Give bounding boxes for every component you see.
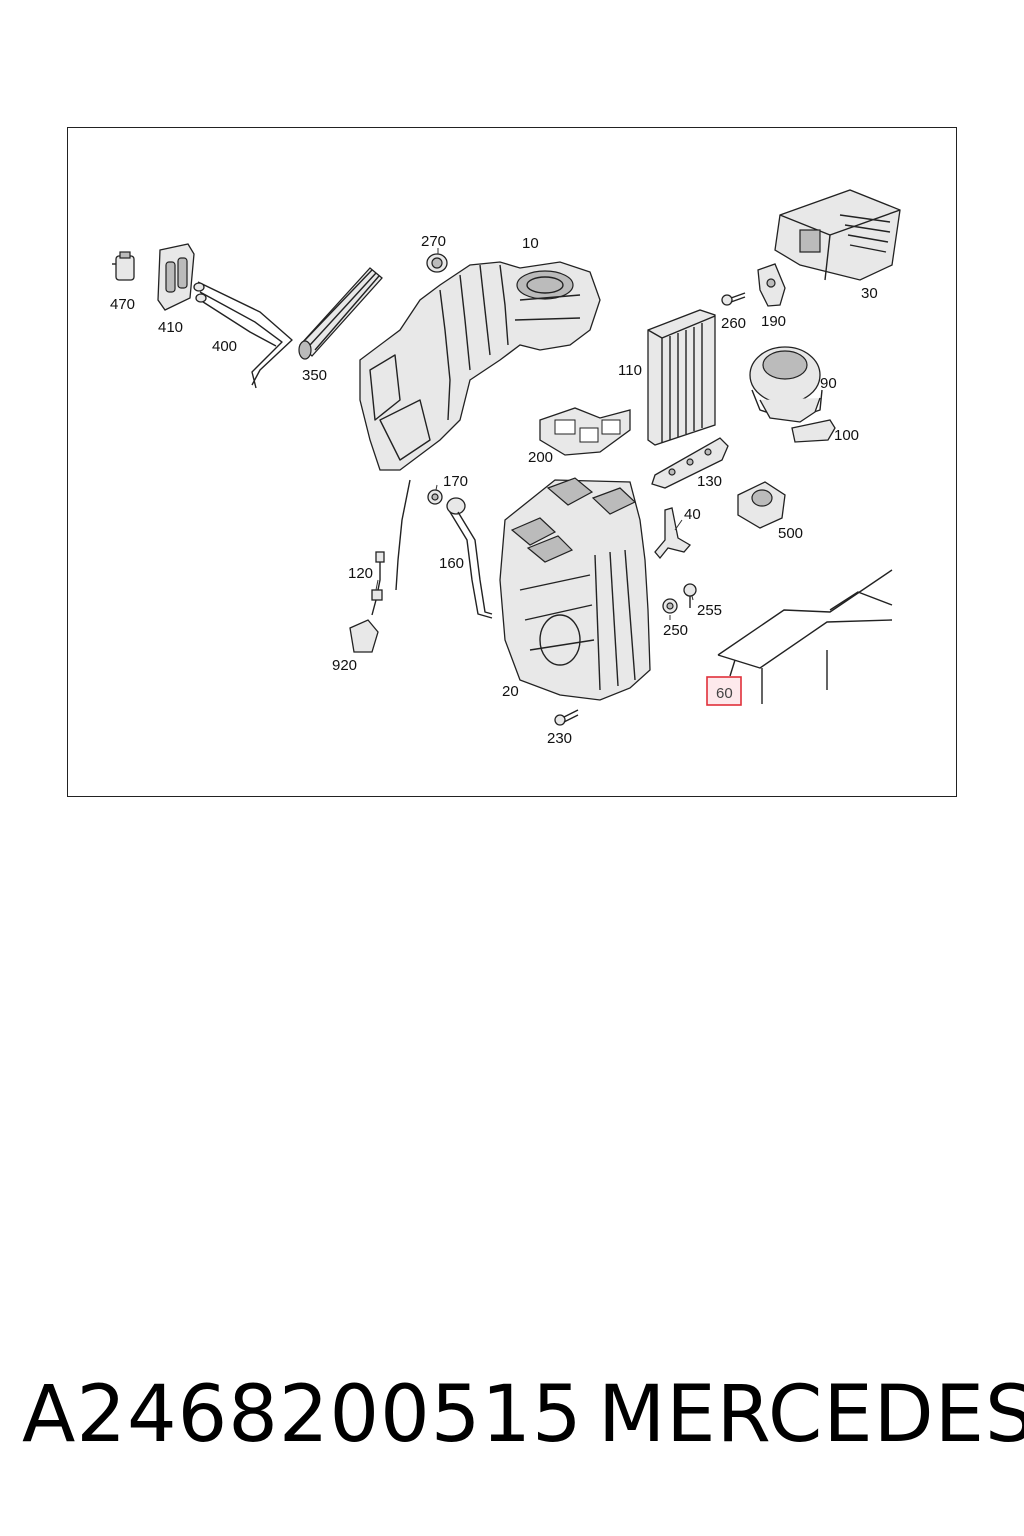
label-270: 270: [421, 233, 446, 250]
part-160-hose: [446, 497, 493, 619]
part-10-upper-housing: [359, 261, 601, 471]
part-200-gasket: [539, 407, 631, 456]
label-120: 120: [348, 565, 373, 582]
label-400: 400: [212, 338, 237, 355]
part-20-lower-housing: [499, 477, 651, 701]
exploded-parts-diagram: 470 410 400 350 270 10 30 260 190 110 90…: [110, 189, 901, 747]
footer-caption: A2468200515 MERCEDES: [0, 1370, 1024, 1470]
part-30-module: [774, 189, 901, 281]
part-250-nut: [662, 598, 678, 614]
part-500-sensor: [737, 481, 786, 529]
label-130: 130: [697, 473, 722, 490]
diagram-frame: [67, 127, 957, 797]
part-110-filter: [647, 309, 716, 446]
label-20: 20: [502, 683, 519, 700]
label-260: 260: [721, 315, 746, 332]
label-160: 160: [439, 555, 464, 572]
label-90: 90: [820, 375, 837, 392]
part-170-grommet: [427, 489, 443, 505]
label-250: 250: [663, 622, 688, 639]
part-number: A2468200515: [22, 1370, 583, 1460]
part-130-bracket: [651, 437, 729, 489]
part-470-connector: [112, 251, 135, 281]
label-60: 60: [716, 685, 733, 702]
part-400-pipes: [193, 281, 293, 389]
label-170: 170: [443, 473, 468, 490]
part-100-resistor: [791, 419, 836, 443]
part-230-screw: [554, 709, 579, 726]
label-200: 200: [528, 449, 553, 466]
part-40-bracket: [654, 507, 692, 560]
part-255-screw: [683, 583, 697, 608]
label-920: 920: [332, 657, 357, 674]
label-410: 410: [158, 319, 183, 336]
label-500: 500: [778, 525, 803, 542]
label-190: 190: [761, 313, 786, 330]
part-410-seal: [157, 243, 195, 311]
label-230: 230: [547, 730, 572, 747]
label-100: 100: [834, 427, 859, 444]
part-120-harness: [371, 479, 411, 616]
label-255: 255: [697, 602, 722, 619]
label-350: 350: [302, 367, 327, 384]
part-260-screw: [721, 292, 746, 306]
highlight-box-60: [706, 676, 742, 706]
part-350-heater-core: [298, 267, 383, 360]
label-40: 40: [684, 506, 701, 523]
part-190-actuator: [757, 263, 786, 307]
label-110: 110: [618, 362, 642, 379]
label-30: 30: [861, 285, 878, 302]
label-470: 470: [110, 296, 135, 313]
part-920-pad: [349, 619, 379, 653]
brand-name: MERCEDES: [598, 1370, 1024, 1460]
part-270-cap: [426, 253, 448, 273]
leader-lines: [375, 248, 694, 620]
part-90-blower: [749, 346, 823, 423]
label-10: 10: [522, 235, 539, 252]
part-60-insulation: [717, 569, 893, 704]
